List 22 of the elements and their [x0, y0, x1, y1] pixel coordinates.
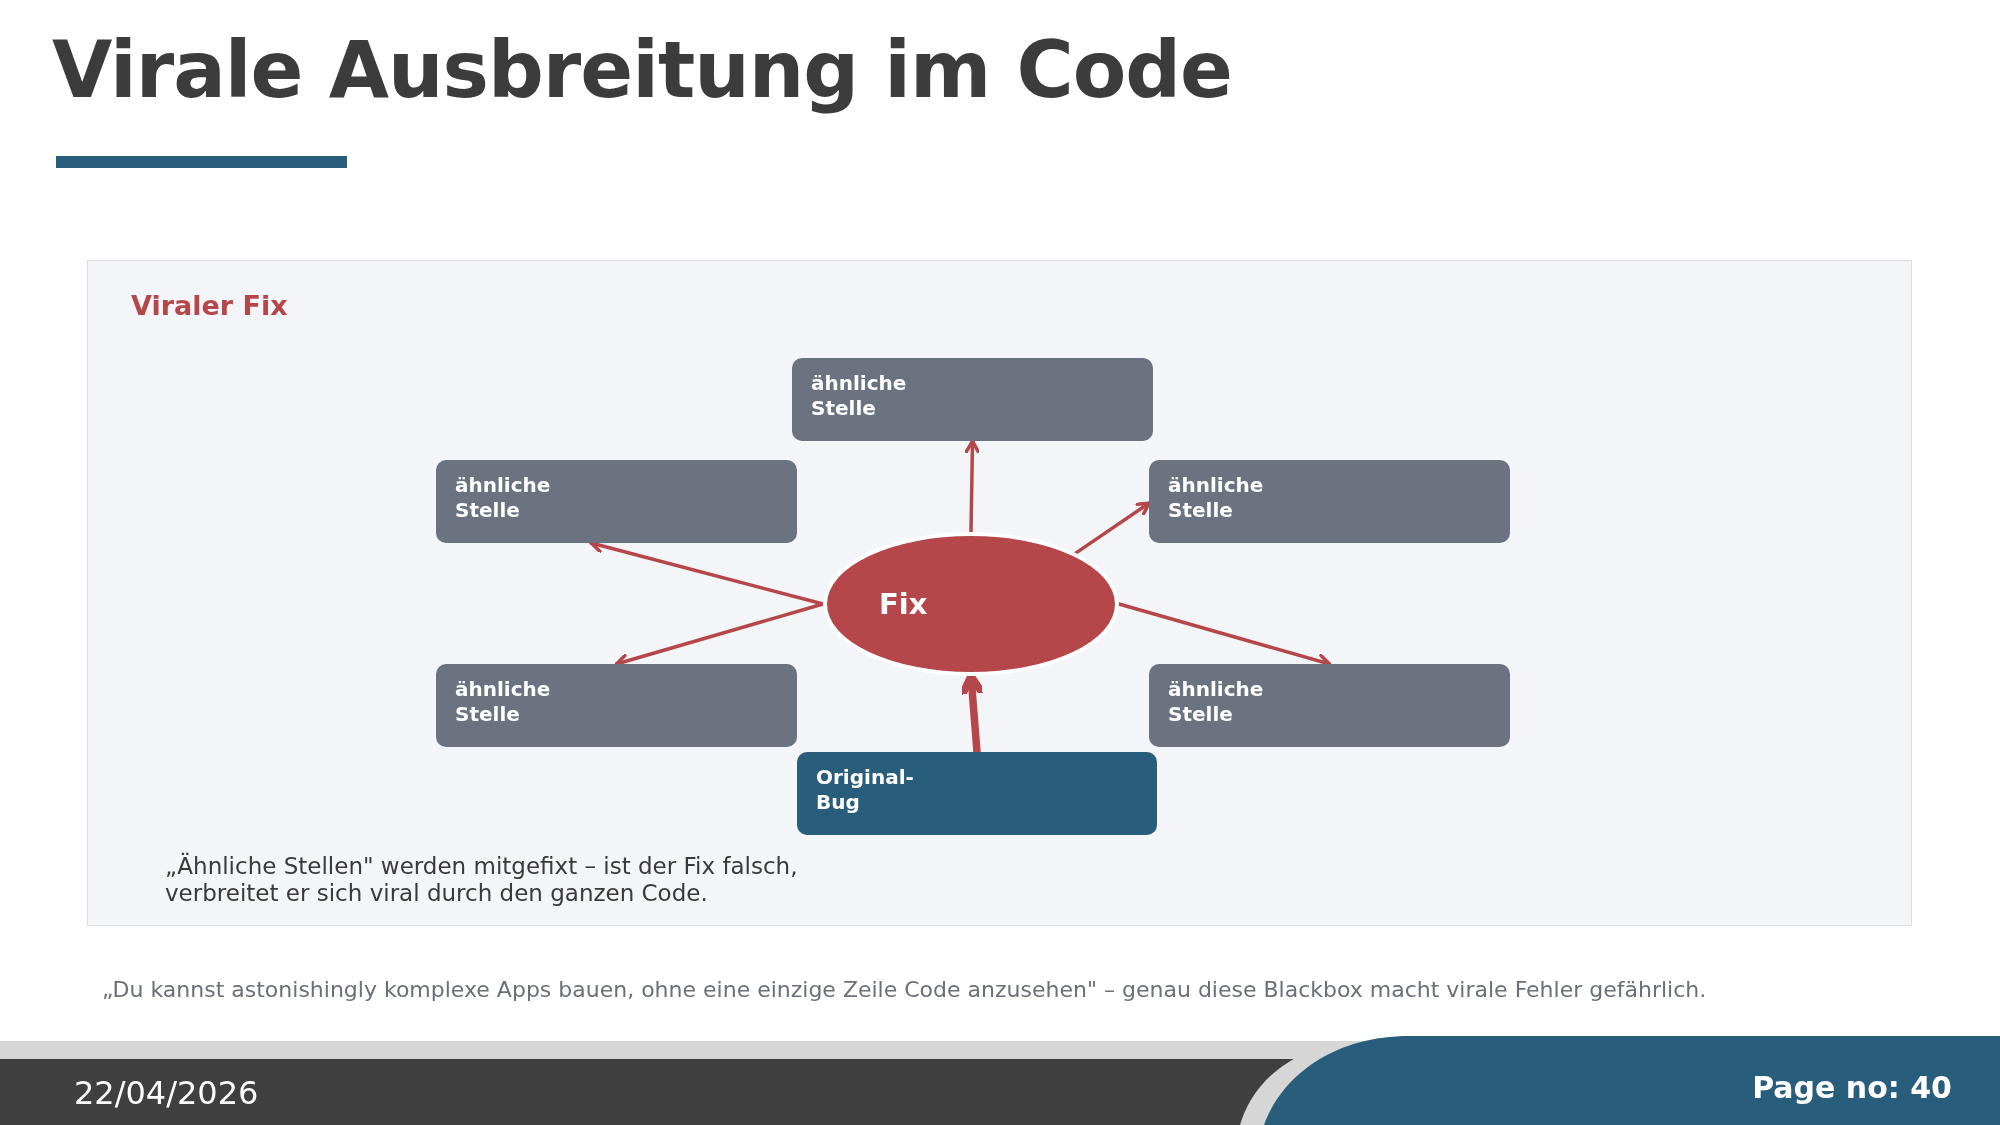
footnote-text: „Du kannst astonishingly komplexe Apps bauen, ohne eine einzige Zeile Code anzusehen" – genau diese Blackbox macht virale Fehler gefährlich. [102, 976, 1708, 1004]
box-label: ähnliche Stelle [455, 473, 551, 523]
process-box [1149, 460, 1510, 543]
panel-caption: „Ähnliche Stellen" werden mitgefixt – ist der Fix falsch, verbreitet er sich viral durch den ganzen Code. [165, 853, 799, 907]
box-label: ähnliche Stelle [455, 677, 551, 727]
process-box [1149, 664, 1510, 747]
box-label: ähnliche Stelle [1168, 473, 1264, 523]
arrow [964, 439, 980, 534]
process-box [436, 460, 797, 543]
slide-title: Virale Ausbreitung im Code [52, 27, 1232, 113]
arrow [1073, 501, 1151, 555]
box-label: ähnliche Stelle [811, 371, 907, 421]
panel-heading: Viraler Fix [131, 289, 288, 323]
box-label: Original-Bug [816, 765, 914, 815]
footer-date: 22/04/2026 [74, 1073, 259, 1113]
process-box [436, 664, 797, 747]
process-box [792, 358, 1153, 441]
diagram-panel [87, 260, 1912, 926]
process-box [797, 752, 1157, 835]
page-number: Page no: 40 [1752, 1069, 1952, 1107]
box-label: ähnliche Stelle [1168, 677, 1264, 727]
ellipse-label: Fix [879, 586, 928, 622]
